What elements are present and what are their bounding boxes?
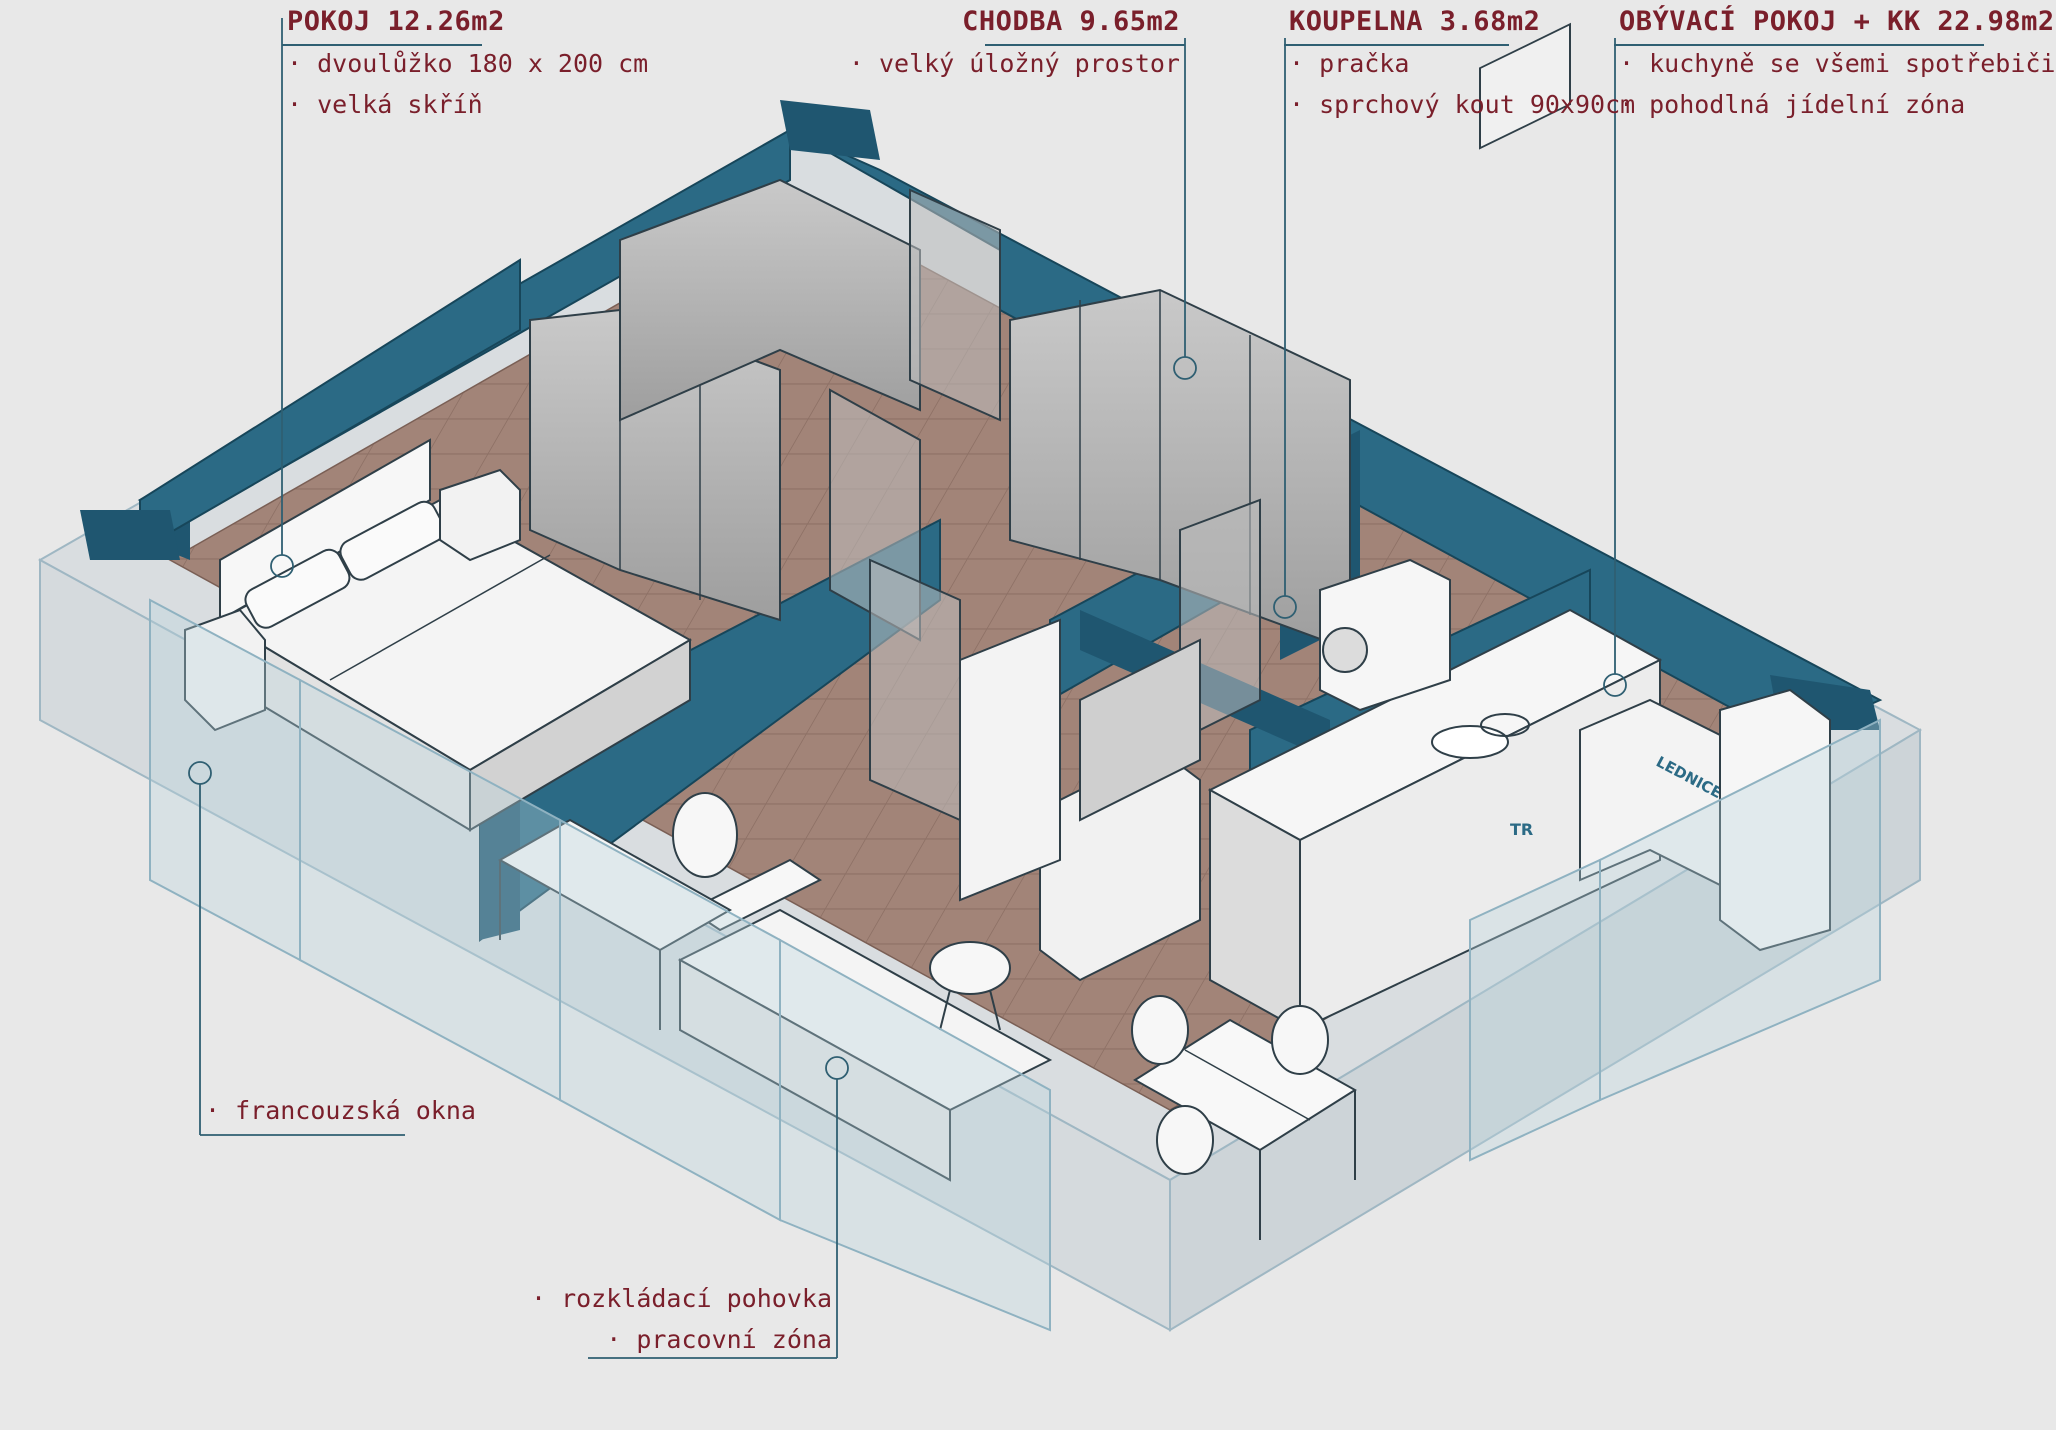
corridor-title-rule bbox=[985, 44, 1185, 46]
interior-doors bbox=[829, 188, 1261, 822]
dining-chairs bbox=[1131, 995, 1329, 1175]
work-desk bbox=[497, 818, 733, 1030]
hall-wardrobe bbox=[619, 178, 921, 422]
sofa-note: · pracovní zóna bbox=[606, 1325, 832, 1354]
coffee-table bbox=[929, 941, 1011, 1031]
bathroom-title: KOUPELNA 3.68m2 bbox=[1289, 6, 1541, 37]
windows-note: · francouzská okna bbox=[205, 1096, 476, 1125]
living-kitchen-item: · pohodlná jídelní zóna bbox=[1619, 90, 1966, 119]
nightstand-left bbox=[184, 608, 266, 732]
dining-table bbox=[1133, 1018, 1357, 1240]
isometric-floor-plan: TR LEDNICE bbox=[37, 18, 1923, 1359]
living-kitchen-title-rule bbox=[1614, 44, 1984, 46]
kitchen-counter: TR bbox=[1207, 22, 1663, 1032]
corridor-item: · velký úložný prostor bbox=[848, 49, 1180, 78]
bedroom-title-rule bbox=[282, 44, 482, 46]
bedroom-title: POKOJ 12.26m2 bbox=[287, 6, 505, 37]
corridor-title: CHODBA 9.65m2 bbox=[962, 6, 1180, 37]
oven-label: TR bbox=[1510, 820, 1533, 839]
bedroom-item: · velká skříň bbox=[287, 90, 483, 119]
sofa-note: · rozkládací pohovka bbox=[530, 1284, 832, 1313]
living-kitchen-item: · kuchyně se všemi spotřebiči bbox=[1619, 49, 2056, 78]
nightstand-right bbox=[439, 468, 521, 562]
living-kitchen-title: OBÝVACÍ POKOJ + KK 22.98m2 bbox=[1619, 6, 2055, 37]
bedroom-item: · dvoulůžko 180 x 200 cm bbox=[287, 49, 649, 78]
tv-unit bbox=[959, 618, 1201, 982]
room-label-bathroom: KOUPELNA 3.68m2 · pračka · sprchový kout… bbox=[1284, 6, 1636, 125]
kitchen-side-unit: LEDNICE bbox=[1579, 698, 1751, 902]
bathroom-item: · pračka bbox=[1289, 49, 1410, 78]
french-windows bbox=[149, 598, 1881, 1332]
room-label-living-kitchen: OBÝVACÍ POKOJ + KK 22.98m2 · kuchyně se … bbox=[1614, 6, 2056, 125]
washing-machine bbox=[1319, 558, 1451, 712]
callout-windows: · francouzská okna bbox=[205, 1090, 476, 1131]
room-label-bedroom: POKOJ 12.26m2 · dvoulůžko 180 x 200 cm ·… bbox=[282, 6, 649, 125]
bathroom-title-rule bbox=[1284, 44, 1509, 46]
desk-chair bbox=[672, 792, 738, 878]
callout-sofa: · rozkládací pohovka · pracovní zóna bbox=[531, 1278, 832, 1360]
room-label-corridor: CHODBA 9.65m2 · velký úložný prostor bbox=[848, 6, 1185, 84]
bathroom-item: · sprchový kout 90x90cm bbox=[1289, 90, 1636, 119]
double-bed bbox=[217, 438, 693, 832]
fridge bbox=[1719, 688, 1831, 952]
leader-lines bbox=[199, 18, 1616, 1359]
